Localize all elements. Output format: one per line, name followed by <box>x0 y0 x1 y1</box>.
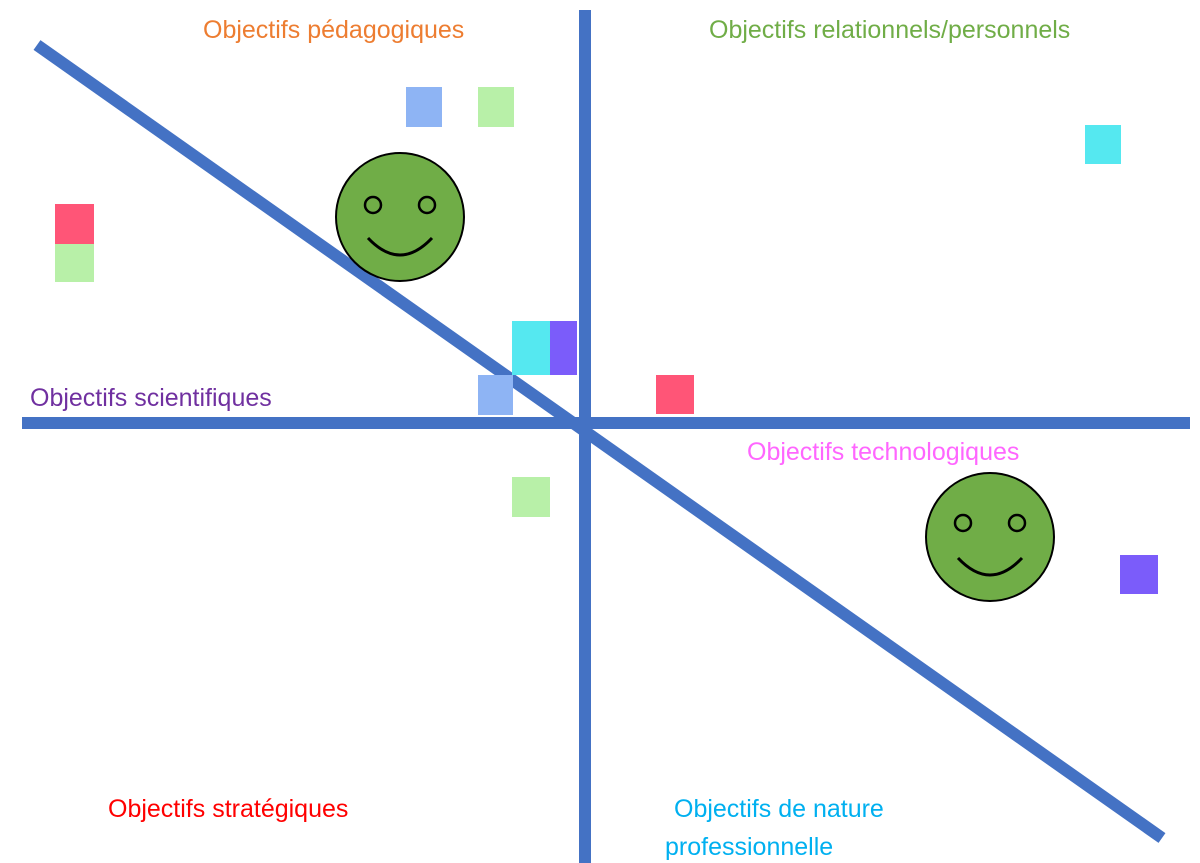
label-objectifs-scientifiques: Objectifs scientifiques <box>30 384 272 412</box>
smiley-face-icon <box>925 472 1055 602</box>
label-objectifs-relationnels: Objectifs relationnels/personnels <box>709 16 1070 44</box>
square-pink <box>656 375 694 414</box>
square-cyan <box>1085 125 1121 164</box>
square-purple <box>550 321 577 375</box>
label-objectifs-strategiques: Objectifs stratégiques <box>108 795 348 823</box>
label-objectifs-professionnelle-line1: Objectifs de nature <box>674 795 884 823</box>
square-purple <box>1120 555 1158 594</box>
square-blue <box>406 87 442 127</box>
label-objectifs-pedagogiques: Objectifs pédagogiques <box>203 16 464 44</box>
square-blue <box>478 375 513 415</box>
square-green <box>478 87 514 127</box>
square-green <box>55 244 94 282</box>
label-objectifs-professionnelle-line2: professionnelle <box>665 833 833 861</box>
square-cyan <box>512 321 550 375</box>
square-pink <box>55 204 94 244</box>
diagonal-axis <box>33 40 1166 843</box>
smiley-face-icon <box>335 152 465 282</box>
label-objectifs-technologiques: Objectifs technologiques <box>747 438 1019 466</box>
square-green <box>512 477 550 517</box>
